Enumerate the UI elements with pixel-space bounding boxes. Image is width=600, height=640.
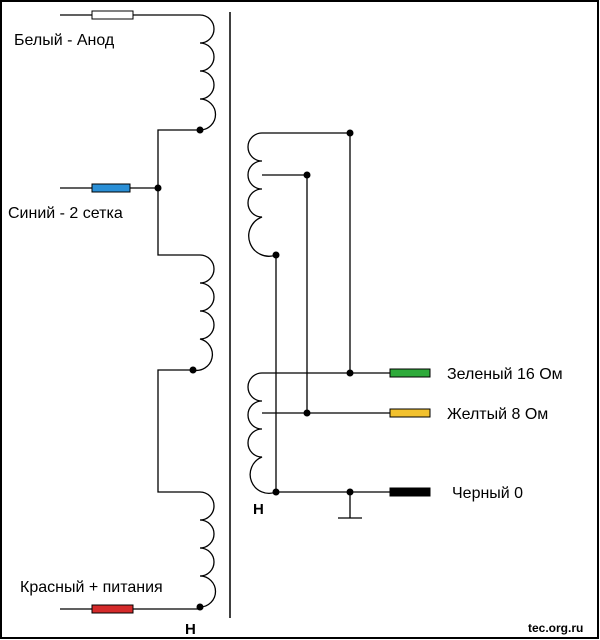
tap-8-ohm-label: Желтый 8 Ом <box>447 406 548 423</box>
secondary-winding <box>247 129 390 519</box>
black-lead <box>389 487 431 497</box>
anode-label: Белый - Анод <box>14 32 115 49</box>
screen-grid-label: Синий - 2 сетка <box>8 205 123 222</box>
primary-junction-2 <box>189 366 197 374</box>
primary-coil-3 <box>199 491 217 608</box>
blue-lead <box>91 183 131 193</box>
secondary-coil-upper <box>247 132 350 257</box>
secondary-junction-0-upper <box>272 251 280 259</box>
tap-0-label: Черный 0 <box>452 485 523 502</box>
screen-grid-tap-wire <box>157 129 200 256</box>
green-lead <box>389 368 431 378</box>
secondary-junction-8 <box>303 409 311 417</box>
yellow-lead <box>389 408 431 418</box>
primary-junction-1 <box>196 126 204 134</box>
primary-mid-wire <box>157 369 200 493</box>
secondary-start-mark: Н <box>253 501 264 518</box>
secondary-junction-top <box>346 129 354 137</box>
secondary-coil-lower <box>247 372 350 494</box>
secondary-junction-0 <box>272 488 280 496</box>
supply-label: Красный + питания <box>20 579 163 596</box>
primary-junction-blue <box>154 184 162 192</box>
tap-16-ohm-label: Зеленый 16 Ом <box>447 366 563 383</box>
white-lead <box>91 10 134 20</box>
primary-start-mark: Н <box>185 621 196 638</box>
primary-winding <box>60 14 217 611</box>
primary-coil-2 <box>192 254 215 372</box>
red-lead <box>91 604 134 614</box>
secondary-junction-ground <box>346 488 354 496</box>
secondary-junction-16 <box>346 369 354 377</box>
primary-junction-3 <box>196 603 204 611</box>
secondary-junction-8-upper <box>303 171 311 179</box>
watermark: tec.org.ru <box>528 621 583 635</box>
primary-coil-1 <box>199 14 217 131</box>
